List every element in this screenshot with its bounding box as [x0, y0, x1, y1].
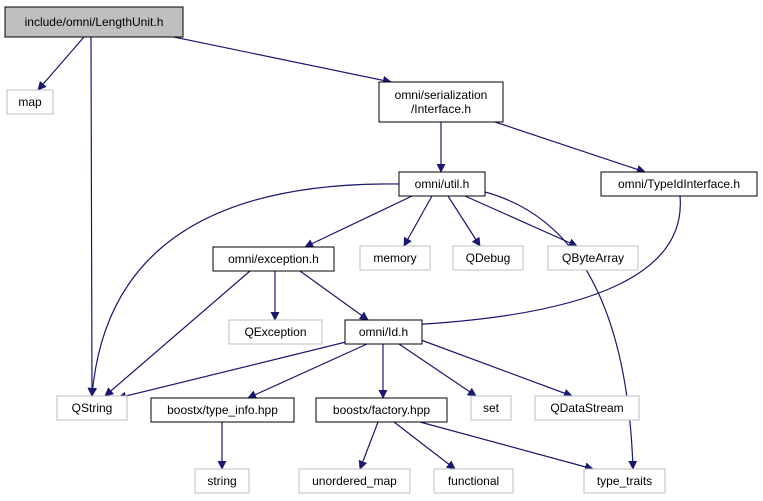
edge-id-to-set: [398, 343, 477, 397]
node-label-qdatastream: QDataStream: [550, 401, 623, 415]
node-box-type_traits: [583, 468, 666, 494]
node-box-map: [6, 89, 54, 115]
node-label-functional: functional: [448, 474, 499, 488]
node-label-ser-line2: /Interface.h: [411, 102, 471, 116]
node-type_traits: type_traits: [583, 468, 666, 494]
node-set: set: [470, 395, 512, 421]
node-qstring: QString: [56, 395, 128, 421]
node-label-exception: omni/exception.h: [228, 252, 319, 266]
node-label-typeid: omni/TypeIdInterface.h: [618, 177, 740, 191]
node-box-id[interactable]: [344, 319, 423, 345]
node-qdatastream: QDataStream: [534, 395, 640, 421]
node-label-qbytearray: QByteArray: [562, 251, 624, 265]
node-label-util: omni/util.h: [415, 177, 470, 191]
node-id[interactable]: omni/Id.h: [344, 319, 423, 345]
node-box-typeinfo[interactable]: [150, 397, 295, 423]
node-label-id: omni/Id.h: [359, 325, 408, 339]
node-box-set: [470, 395, 512, 421]
node-label-memory: memory: [373, 251, 416, 265]
edge-ser-to-typeid: [494, 121, 646, 174]
edge-factory-to-unordered_map: [358, 421, 379, 470]
edge-exception-to-id: [299, 270, 369, 321]
node-label-root: include/omni/LengthUnit.h: [25, 15, 164, 29]
node-map: map: [6, 89, 54, 115]
edge-factory-to-type_traits: [419, 421, 594, 472]
edge-typeid-to-id: [408, 195, 681, 330]
node-box-qdebug: [452, 245, 524, 271]
node-box-util[interactable]: [398, 171, 486, 197]
node-box-qdatastream: [534, 395, 640, 421]
node-label-qexception: QException: [244, 325, 306, 339]
edge-exception-to-qstring: [104, 270, 251, 397]
node-functional: functional: [433, 468, 514, 494]
edges-layer: [37, 29, 681, 472]
edge-id-to-qstring: [117, 340, 351, 401]
edge-util-to-exception: [304, 195, 413, 248]
edge-id-to-typeinfo: [247, 343, 368, 399]
node-box-qexception: [228, 319, 323, 345]
node-util[interactable]: omni/util.h: [398, 171, 486, 197]
edge-util-to-qbytearray: [464, 195, 578, 247]
node-qbytearray: QByteArray: [547, 245, 639, 271]
node-box-functional: [433, 468, 514, 494]
node-memory: memory: [359, 245, 431, 271]
node-box-ser[interactable]: [378, 81, 504, 123]
edge-factory-to-functional: [393, 421, 456, 470]
node-factory[interactable]: boostx/factory.hpp: [315, 397, 448, 423]
node-label-qdebug: QDebug: [466, 251, 511, 265]
node-ser[interactable]: omni/serialization/Interface.h: [378, 81, 504, 123]
node-box-typeid[interactable]: [600, 171, 758, 197]
node-box-qstring: [56, 395, 128, 421]
nodes-layer: include/omni/LengthUnit.h map omni/seriali…: [4, 6, 758, 494]
edge-util-to-qstring: [88, 183, 401, 397]
node-box-unordered_map: [298, 468, 411, 494]
node-label-map: map: [18, 95, 42, 109]
node-box-string: [194, 468, 250, 494]
node-box-qbytearray: [547, 245, 639, 271]
node-string: string: [194, 468, 250, 494]
node-label-string: string: [207, 474, 236, 488]
edge-util-to-memory: [403, 195, 433, 247]
node-label-qstring: QString: [72, 401, 113, 415]
edge-id-to-qdatastream: [420, 339, 573, 398]
node-qexception: QException: [228, 319, 323, 345]
node-label-typeinfo: boostx/type_info.hpp: [167, 403, 278, 417]
node-label-factory: boostx/factory.hpp: [333, 403, 430, 417]
node-box-memory: [359, 245, 431, 271]
edge-util-to-qdebug: [447, 195, 481, 247]
node-box-factory[interactable]: [315, 397, 448, 423]
edge-root-to-ser: [139, 29, 392, 85]
node-qdebug: QDebug: [452, 245, 524, 271]
node-typeid[interactable]: omni/TypeIdInterface.h: [600, 171, 758, 197]
node-root[interactable]: include/omni/LengthUnit.h: [4, 6, 184, 38]
node-exception[interactable]: omni/exception.h: [212, 246, 335, 272]
edge-root-to-map: [37, 36, 85, 91]
edge-util-to-type_traits: [484, 191, 638, 470]
edge-root-to-qstring: [87, 36, 97, 397]
node-label-set: set: [483, 401, 500, 415]
node-label-unordered_map: unordered_map: [312, 474, 397, 488]
node-label-type_traits: type_traits: [597, 474, 652, 488]
node-unordered_map: unordered_map: [298, 468, 411, 494]
node-typeinfo[interactable]: boostx/type_info.hpp: [150, 397, 295, 423]
node-label-ser-line1: omni/serialization: [395, 88, 488, 102]
node-box-exception[interactable]: [212, 246, 335, 272]
node-box-root[interactable]: [4, 6, 184, 38]
